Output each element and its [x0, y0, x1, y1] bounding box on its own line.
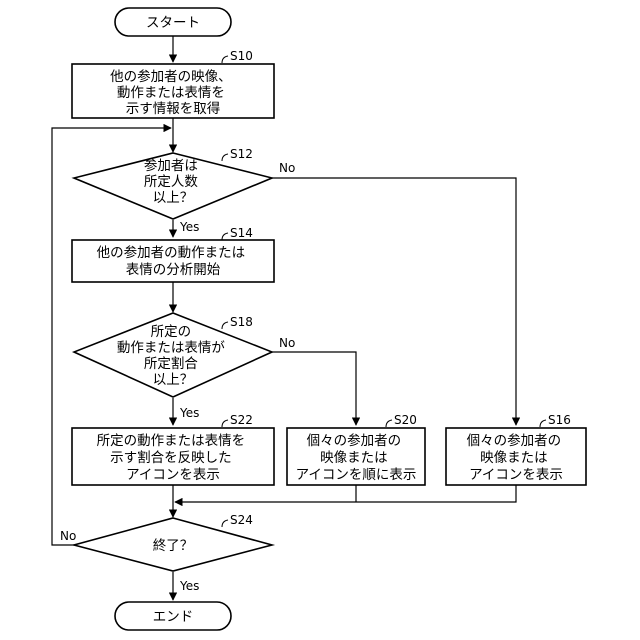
s20-step-label: S20 [394, 413, 417, 427]
s16-text: 個々の参加者の 映像または アイコンを表示 [467, 432, 566, 483]
s20-text-line-1: 個々の参加者の [307, 432, 402, 449]
end-text-line: エンド [153, 609, 194, 625]
s14-leader [222, 233, 228, 240]
s18-text-line-2: 動作または表情が [117, 340, 225, 356]
s22-leader [222, 420, 228, 427]
arrow-s18-no [272, 352, 356, 425]
s18-yes-label: Yes [179, 406, 199, 420]
s16-text-line-2: 映像または [480, 450, 548, 466]
s18-no-label: No [279, 336, 295, 350]
s22-text-line-1: 所定の動作または表情を [97, 433, 246, 449]
s10-leader [222, 56, 228, 63]
s16-step-label: S16 [548, 413, 571, 427]
start-text-line: スタート [146, 15, 200, 31]
s18-step-label: S18 [230, 315, 253, 329]
s10-text-line-3: 示す情報を取得 [126, 100, 221, 117]
s18-leader [222, 322, 228, 329]
start-text: スタート [146, 15, 200, 31]
s14-text-line-2: 表情の分析開始 [126, 262, 221, 278]
s18-text-line-1: 所定の [151, 324, 192, 340]
s14-step-label: S14 [230, 226, 253, 240]
s20-leader [386, 420, 392, 427]
s22-text-line-2: 示す割合を反映した [110, 449, 232, 466]
s18-text-line-3: 所定割合 [144, 355, 198, 372]
s16-text-line-1: 個々の参加者の [467, 432, 562, 449]
s24-text-line-1: 終了？ [153, 538, 194, 554]
s10-step-label: S10 [230, 49, 253, 63]
s10-text-line-2: 動作または表情を [117, 85, 225, 101]
s12-yes-label: Yes [179, 220, 199, 234]
s12-no-label: No [279, 161, 295, 175]
s24-yes-label: Yes [179, 579, 199, 593]
s20-text-line-3: アイコンを順に表示 [296, 467, 417, 483]
s18-text-line-4: 以上？ [153, 372, 194, 388]
s10-text-line-1: 他の参加者の映像、 [110, 68, 232, 85]
s16-leader [540, 420, 546, 427]
s22-text-line-3: アイコンを表示 [126, 467, 220, 483]
s14-text-line-1: 他の参加者の動作または [97, 244, 246, 261]
s12-leader [222, 154, 228, 161]
s22-step-label: S22 [230, 413, 253, 427]
s12-text-line-3: 以上？ [153, 190, 194, 206]
s10-text: 他の参加者の映像、 動作または表情を 示す情報を取得 [110, 68, 236, 117]
arrow-s12-no [272, 178, 516, 425]
s12-text-line-2: 所定人数 [144, 174, 198, 190]
s24-no-label: No [60, 529, 76, 543]
s12-step-label: S12 [230, 147, 253, 161]
s24-step-label: S24 [230, 513, 253, 527]
end-text: エンド [153, 609, 194, 625]
s24-text: 終了？ [153, 538, 194, 554]
s24-leader [222, 520, 228, 527]
arrow-s16-s20-merge [175, 485, 516, 502]
s20-text-line-2: 映像または [320, 450, 388, 466]
s12-text-line-1: 参加者は [144, 157, 198, 174]
s16-text-line-3: アイコンを表示 [469, 467, 563, 483]
connectors [52, 36, 516, 600]
